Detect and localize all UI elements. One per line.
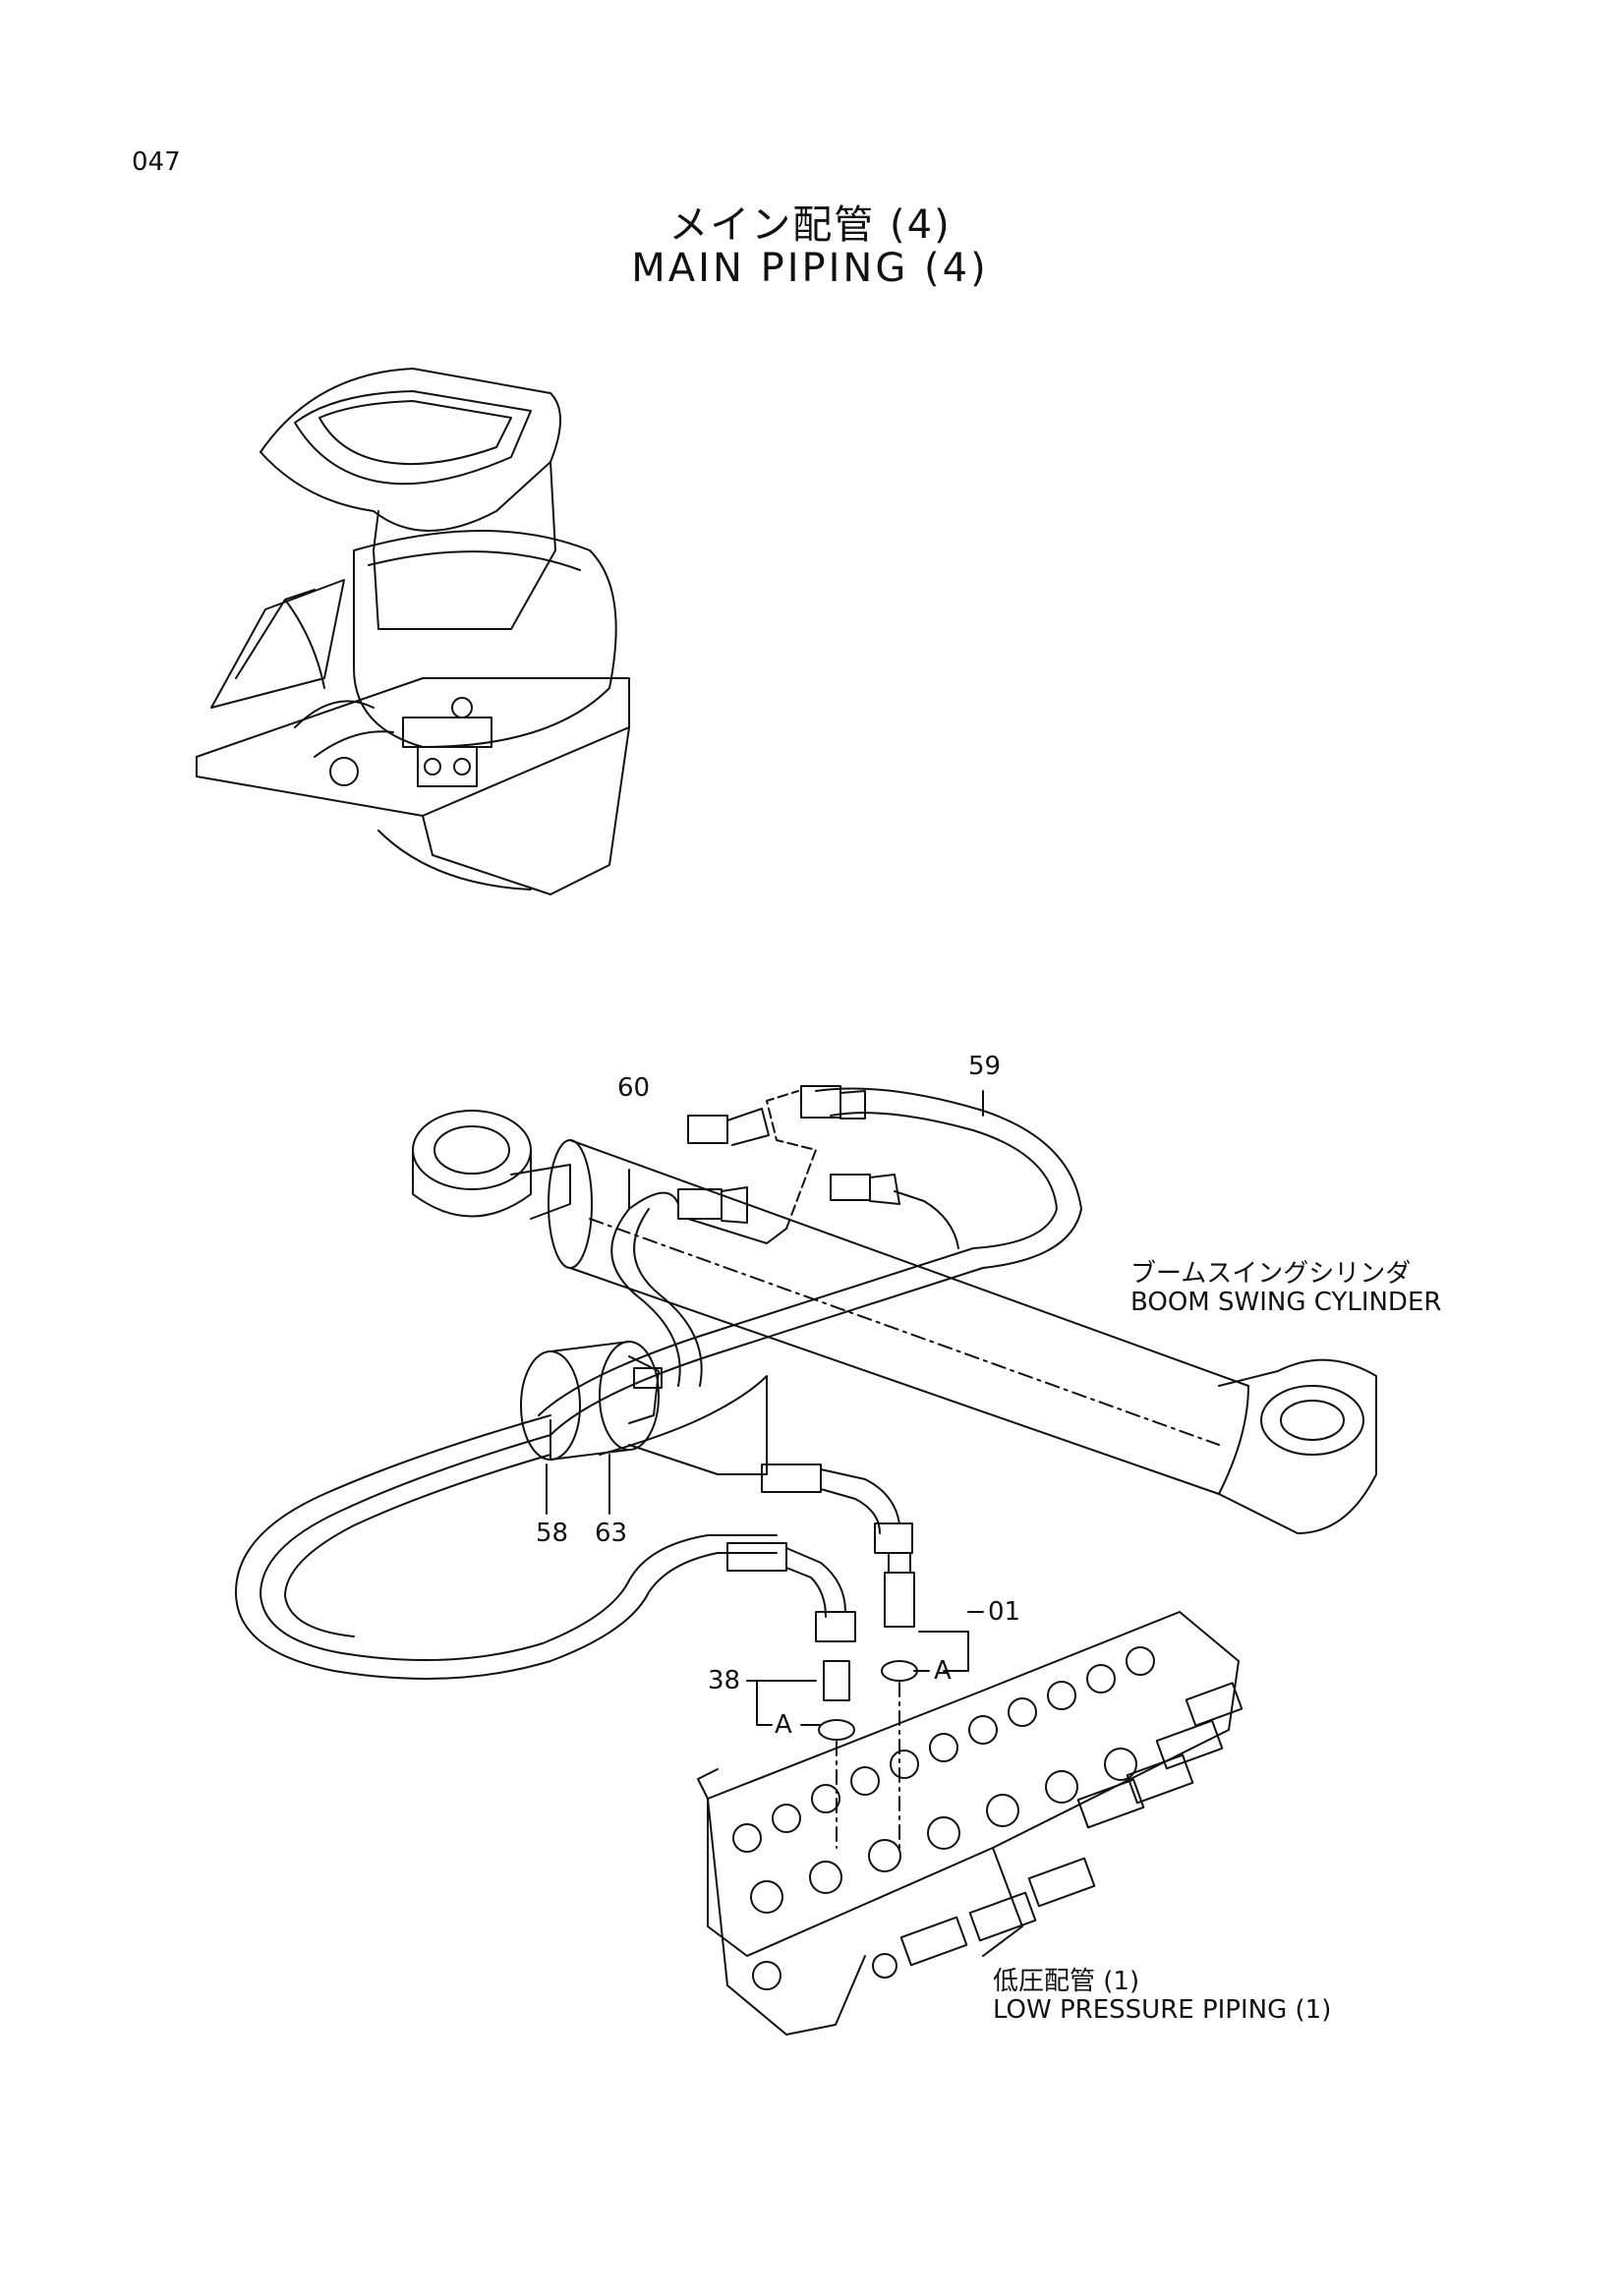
hose-59 (539, 1086, 1081, 1435)
callout-60: 60 (617, 1073, 651, 1103)
control-valve-block (698, 1612, 1242, 2035)
hose-60 (611, 1193, 701, 1386)
label-low-pressure-piping-en: LOW PRESSURE PIPING (1) (993, 1995, 1332, 2025)
label-boom-swing-cylinder-en: BOOM SWING CYLINDER (1130, 1288, 1442, 1317)
callout-63: 63 (595, 1519, 628, 1548)
boom-swing-cylinder (413, 1111, 1376, 1533)
callout-58: 58 (536, 1519, 569, 1548)
cylinder-fittings (678, 1091, 899, 1243)
page-number: 047 (132, 147, 181, 177)
callout-38: 38 (708, 1666, 741, 1695)
title-japanese: メイン配管 (4) (668, 202, 952, 248)
hose-end-38 (727, 1543, 855, 1740)
callout-a-lower: A (775, 1710, 792, 1740)
return-hoses (236, 1376, 777, 1679)
hose-end-01 (762, 1464, 917, 1681)
label-boom-swing-cylinder-jp: ブームスイングシリンダ (1130, 1259, 1412, 1289)
callout-59: 59 (968, 1052, 1002, 1081)
callout-01: 01 (988, 1597, 1021, 1627)
label-low-pressure-piping-jp: 低圧配管 (1) (993, 1967, 1140, 1996)
title-english: MAIN PIPING (4) (631, 246, 989, 291)
callout-a-upper: A (934, 1656, 952, 1686)
